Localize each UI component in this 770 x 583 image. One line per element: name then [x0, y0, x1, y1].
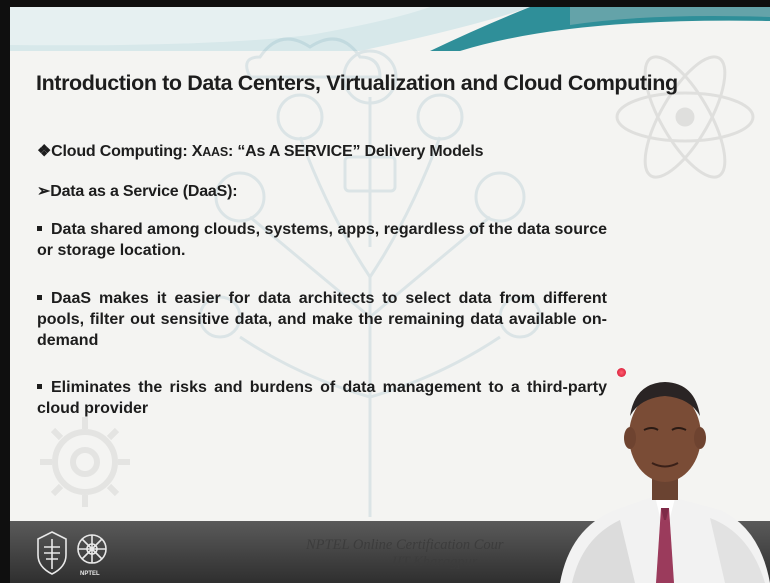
nptel-logo-label: NPTEL [80, 571, 100, 577]
subsection-label: Data as a Service (DaaS): [50, 183, 238, 200]
section-label-end: : “As A SERVICE” Delivery Models [228, 143, 484, 160]
gear-icon [40, 417, 130, 507]
bullet-item: DaaS makes it easier for data architects… [37, 288, 607, 351]
square-bullet-icon [37, 226, 42, 231]
bullet-text: Eliminates the risks and burdens of data… [37, 379, 607, 417]
section-label-start: Cloud Computing: [51, 143, 192, 160]
slide: Introduction to Data Centers, Virtualiza… [10, 7, 770, 583]
square-bullet-icon [37, 295, 42, 300]
footer-course-text: NPTEL Online Certification Cour [306, 537, 504, 553]
slide-title: Introduction to Data Centers, Virtualiza… [36, 71, 678, 95]
header-band [10, 7, 770, 51]
laser-pointer-dot [617, 368, 626, 377]
footer-institute-text: IIT Kharagpur [392, 554, 478, 570]
subsection-heading: ➢Data as a Service (DaaS): [37, 181, 238, 201]
section-heading: ❖Cloud Computing: XAAS: “As A SERVICE” D… [37, 141, 484, 161]
bullet-text: Data shared among clouds, systems, apps,… [37, 221, 607, 259]
diamond-bullet-icon: ❖ [37, 143, 52, 160]
bullet-item: Eliminates the risks and burdens of data… [37, 377, 607, 419]
square-bullet-icon [37, 384, 42, 389]
section-label-x: X [191, 143, 203, 160]
presenter-video-overlay [560, 382, 770, 583]
cloud-tree-watermark [198, 37, 542, 517]
nptel-emblem-icon [77, 534, 107, 564]
section-label-aas: AAS [202, 145, 228, 159]
bullet-text: DaaS makes it easier for data architects… [37, 290, 607, 349]
arrow-bullet-icon: ➢ [37, 183, 51, 200]
atom-icon [615, 55, 755, 179]
iit-emblem-icon [37, 531, 67, 575]
bullet-item: Data shared among clouds, systems, apps,… [37, 219, 607, 261]
